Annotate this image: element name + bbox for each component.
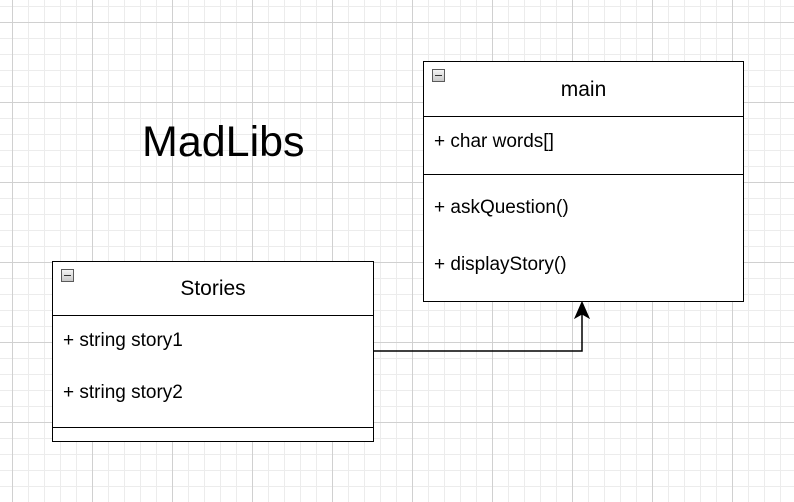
operations-section-main: + askQuestion() + displayStory() (424, 175, 743, 311)
collapse-icon[interactable] (61, 269, 74, 282)
attribute-story1[interactable]: + string story1 (63, 330, 183, 351)
operation-ask-question[interactable]: + askQuestion() (434, 197, 569, 218)
class-header-stories[interactable]: Stories (53, 262, 373, 316)
class-box-main[interactable]: main + char words[] + askQuestion() + di… (423, 61, 744, 302)
class-name-stories: Stories (180, 277, 246, 300)
attribute-words[interactable]: + char words[] (434, 131, 554, 152)
attribute-story2[interactable]: + string story2 (63, 382, 183, 403)
class-header-main[interactable]: main (424, 62, 743, 117)
operations-section-stories (53, 428, 373, 440)
attributes-section-main: + char words[] (424, 117, 743, 175)
collapse-icon[interactable] (432, 69, 445, 82)
class-name-main: main (560, 78, 607, 101)
diagram-title: MadLibs (142, 118, 305, 166)
connector-line[interactable] (374, 314, 583, 352)
class-box-stories[interactable]: Stories + string story1 + string story2 (52, 261, 374, 442)
attributes-section-stories: + string story1 + string story2 (53, 316, 373, 428)
operation-display-story[interactable]: + displayStory() (434, 254, 567, 275)
